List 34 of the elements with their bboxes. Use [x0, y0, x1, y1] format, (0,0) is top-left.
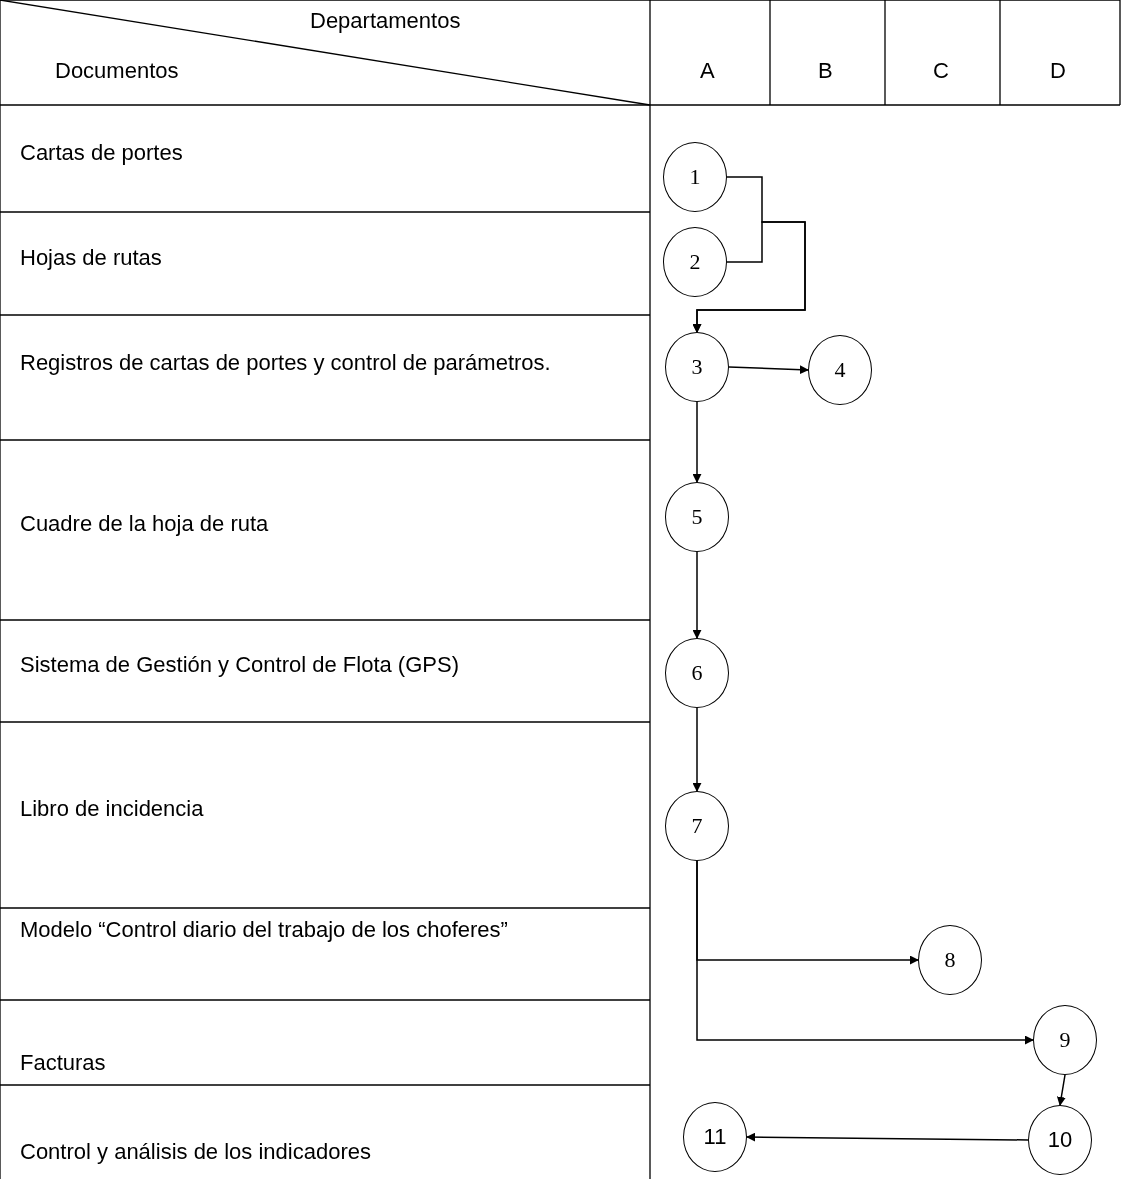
step-circle: 1 — [663, 142, 727, 212]
document-name: Registros de cartas de portes y control de parámetros. — [19, 349, 552, 377]
step-circle: 9 — [1033, 1005, 1097, 1075]
column-header: D — [1050, 58, 1066, 84]
arrow — [692, 551, 702, 639]
arrow — [692, 401, 702, 483]
document-name: Facturas — [19, 1048, 107, 1077]
arrow — [1056, 1074, 1066, 1106]
row-header: Documentos — [55, 58, 179, 84]
arrow — [728, 365, 809, 375]
column-header: Departamentos — [310, 8, 461, 34]
document-name: Modelo “Control diario del trabajo de los choferes” — [19, 916, 509, 944]
step-circle: 4 — [808, 335, 872, 405]
column-header: C — [933, 58, 949, 84]
step-circle: 10 — [1028, 1105, 1092, 1175]
step-circle: 7 — [665, 791, 729, 861]
column-header: A — [700, 58, 715, 84]
document-name: Sistema de Gestión y Control de Flota (GPS) — [19, 651, 460, 679]
arrow — [692, 707, 702, 792]
step-circle: 3 — [665, 332, 729, 402]
step-circle: 8 — [918, 925, 982, 995]
arrow — [692, 221, 806, 333]
step-circle: 11 — [683, 1102, 747, 1172]
arrow — [696, 860, 1034, 1045]
document-name: Libro de incidencia — [19, 795, 205, 823]
step-circle: 2 — [663, 227, 727, 297]
step-circle: 6 — [665, 638, 729, 708]
step-circle: 5 — [665, 482, 729, 552]
arrow — [746, 1132, 1029, 1142]
document-name: Hojas de rutas — [19, 243, 163, 272]
column-header: B — [818, 58, 833, 84]
document-name: Cuadre de la hoja de ruta — [19, 510, 270, 538]
document-name: Cartas de portes — [19, 138, 184, 167]
document-name: Control y análisis de los indicadores — [19, 1138, 372, 1166]
